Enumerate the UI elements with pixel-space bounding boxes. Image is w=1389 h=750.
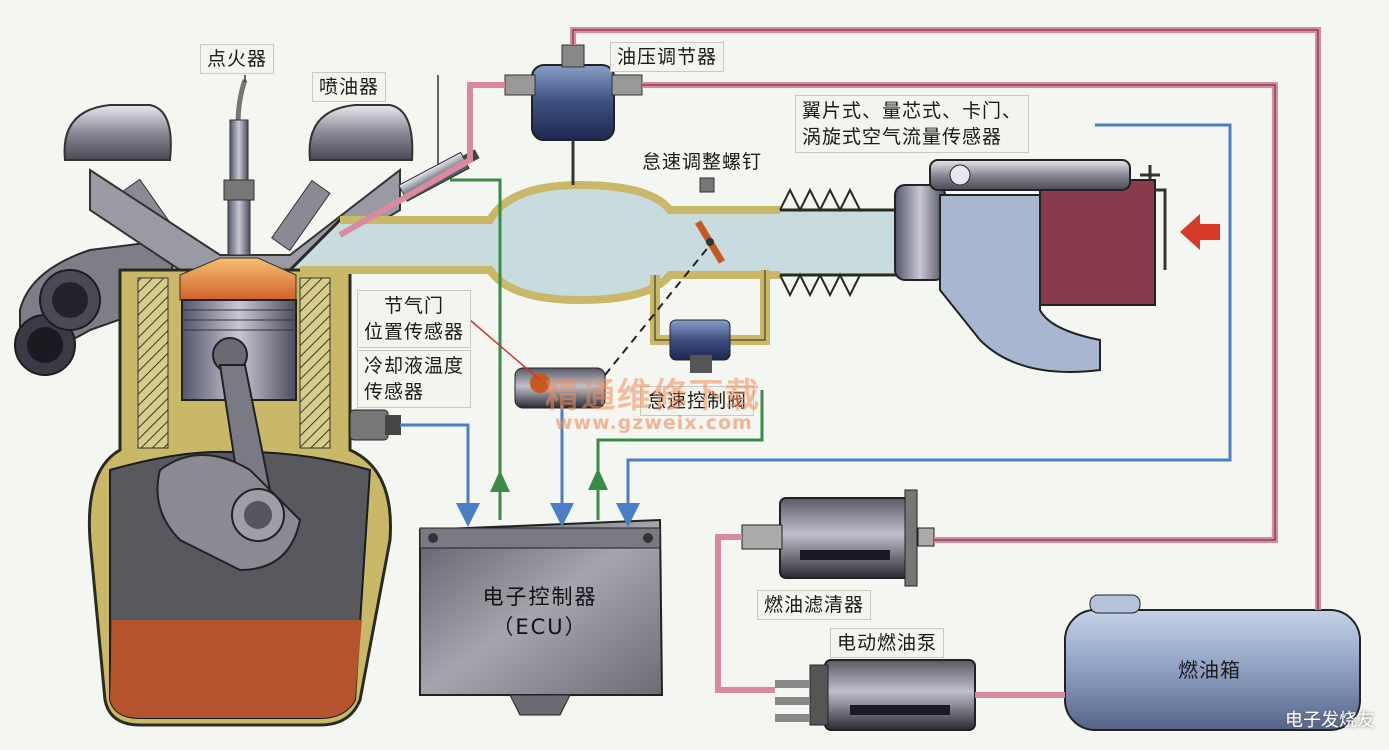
label-ecu: 电子控制器 （ECU） [420, 582, 660, 642]
label-coolant-sensor: 冷却液温度 传感器 [357, 350, 472, 408]
label-coolant-sensor-line1: 冷却液温度 [364, 355, 465, 377]
watermark-text: 精通维修下载 [545, 376, 761, 416]
ecu-output-arrow-icon [588, 468, 608, 490]
label-coolant-sensor-line2: 传感器 [364, 381, 425, 403]
label-spark-plug: 点火器 [200, 44, 275, 74]
coolant-temp-sensor [349, 409, 401, 441]
fuel-filter [741, 489, 935, 587]
label-fuel-filter: 燃油滤清器 [757, 590, 872, 620]
air-inlet-arrow-icon [1180, 214, 1220, 250]
label-airflow-sensor-line2: 涡旋式空气流量传感器 [802, 126, 1003, 148]
leader-lines [244, 75, 541, 381]
label-airflow-sensor-line1: 翼片式、量芯式、卡门、 [802, 100, 1023, 122]
ecu-output-arrow-icon [490, 470, 510, 492]
engine-block [14, 104, 414, 727]
label-ecu-line1: 电子控制器 [482, 585, 598, 609]
label-fuel-pump: 电动燃油泵 [830, 628, 945, 658]
label-throttle-sensor-line2: 位置传感器 [364, 321, 465, 343]
electric-fuel-pump [775, 659, 976, 731]
label-throttle-sensor-line1: 节气门 [384, 295, 445, 317]
label-idle-valve: 怠速控制阀 [640, 386, 755, 416]
airflow-sensor [894, 159, 1167, 373]
idle-control-valve [669, 319, 731, 373]
watermark-url: www.gzweix.com [555, 412, 753, 434]
label-ecu-line2: （ECU） [492, 615, 588, 639]
label-idle-screw: 怠速调整螺钉 [642, 151, 763, 173]
label-airflow-sensor: 翼片式、量芯式、卡门、 涡旋式空气流量传感器 [795, 95, 1030, 153]
pressure-regulator [504, 44, 643, 185]
label-pressure-regulator: 油压调节器 [610, 42, 725, 72]
brand-logo: 电子发烧友 [1285, 710, 1375, 731]
label-injector: 喷油器 [312, 72, 387, 102]
ecu-unit [419, 518, 664, 716]
label-fuel-tank: 燃油箱 [1178, 658, 1241, 682]
spark-plug [223, 79, 255, 256]
fuel-tank [1064, 594, 1361, 731]
label-throttle-sensor: 节气门 位置传感器 [357, 290, 472, 348]
